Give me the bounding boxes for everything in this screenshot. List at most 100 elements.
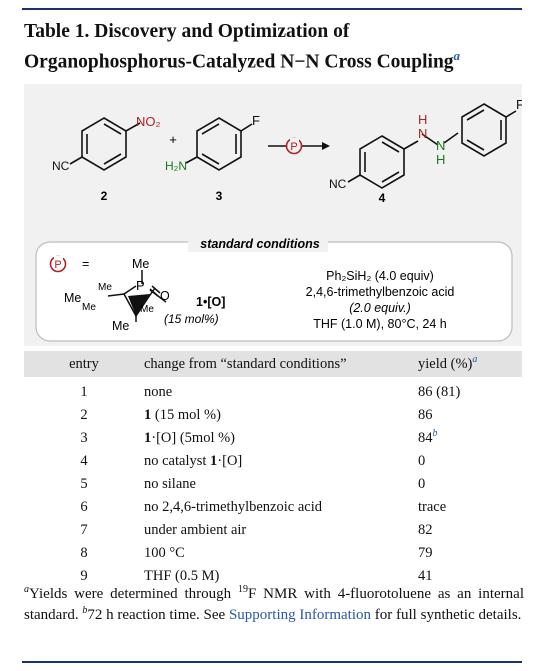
catalyst-me-b: Me: [64, 291, 81, 305]
footnote-text-a2: F NMR with 4-fluorotoluene as an interna…: [24, 586, 524, 623]
table-title: Table 1. Discovery and Optimization of O…: [24, 20, 524, 75]
top-rule: [22, 8, 522, 10]
reagent-acid: 2,4,6-trimethylbenzoic acid: [306, 285, 455, 299]
header-entry: entry: [69, 355, 99, 372]
entry-cell: 8: [80, 545, 88, 561]
yield-footnote-mark: b: [432, 428, 438, 440]
supporting-information-link[interactable]: Supporting Information: [228, 607, 372, 623]
yield-cell: 79: [418, 545, 433, 561]
product-label: 4: [379, 191, 386, 205]
reagent-acid-amount: (2.0 equiv.): [349, 301, 411, 315]
product-h-bottom: H: [436, 152, 445, 167]
table-header-row: entry change from “standard conditions” …: [24, 351, 522, 377]
change-text: (15 mol %): [151, 407, 221, 423]
catalyst-me-top: Me: [132, 257, 149, 271]
reactant-2-cyano: NC: [52, 159, 70, 173]
footnote-text-end: for full synthetic details.: [371, 607, 522, 623]
conditions-catalyst-icon: P: [49, 255, 67, 273]
product-n-left: N: [418, 126, 427, 141]
catalyst-symbol: P: [290, 141, 297, 153]
yield-cell: 82: [418, 522, 433, 538]
yield-cell: 0: [418, 476, 426, 492]
phospholane-structure: [107, 270, 167, 322]
header-change: change from “standard conditions”: [144, 355, 347, 372]
reactant-3-label: 3: [216, 189, 223, 203]
compound-ref: 1: [144, 407, 152, 423]
entry-cell: 9: [80, 568, 88, 584]
change-cell: under ambient air: [144, 522, 247, 538]
optimization-table: entry change from “standard conditions” …: [24, 351, 522, 588]
header-yield-text: yield (%): [418, 355, 473, 372]
yield-cell: 0: [418, 453, 426, 469]
table-row: 3 1·[O] (5mol %) 84b: [24, 427, 522, 450]
product-h-top: H: [418, 112, 427, 127]
change-cell: none: [144, 384, 173, 400]
catalyst-me-c: Me: [82, 302, 96, 313]
entry-cell: 1: [80, 384, 88, 400]
reagent-silane: Ph₂SiH₂ (4.0 equiv): [326, 269, 434, 283]
yield-cell: 41: [418, 568, 433, 584]
phosphorus-catalyst-icon: P: [285, 137, 303, 155]
catalyst-name: 1•[O]: [196, 295, 225, 309]
header-yield: yield (%)a: [418, 351, 522, 377]
table-row: 7 under ambient air 82: [24, 519, 522, 542]
footnote-mark-b: b: [82, 605, 88, 616]
entry-cell: 7: [80, 522, 88, 538]
table-row: 8 100 °C 79: [24, 542, 522, 565]
change-cell: 1 (15 mol %): [144, 404, 418, 427]
product-n-right: N: [436, 138, 445, 153]
yield-cell: 86 (81): [418, 384, 461, 400]
table-footnote: aYields were determined through 19F NMR …: [24, 584, 524, 626]
table-row: 9 THF (0.5 M) 41: [24, 565, 522, 588]
change-cell: no 2,4,6-trimethylbenzoic acid: [144, 499, 322, 515]
reactant-2-label: 2: [101, 189, 108, 203]
compound-ref: 1: [144, 430, 152, 446]
title-line-2: Organophosphorus-Catalyzed N−N Cross Cou…: [24, 44, 524, 75]
change-cell: 1·[O] (5mol %): [144, 427, 418, 450]
reactant-3-fluoro: F: [252, 113, 260, 128]
title-line-2-text: Organophosphorus-Catalyzed N−N Cross Cou…: [24, 51, 454, 73]
entry-cell: 3: [80, 430, 88, 446]
compound-ref: 1: [210, 453, 218, 469]
entry-cell: 6: [80, 499, 88, 515]
equals-sign: =: [82, 257, 89, 271]
change-text: ·[O] (5mol %): [151, 430, 236, 446]
reaction-scheme: P NO₂ NC 2 + F H₂N 3 H N N H F NC 4 stan…: [35, 97, 522, 342]
plus-sign: +: [169, 132, 177, 147]
header-yield-mark: a: [472, 353, 478, 365]
table-row: 4 no catalyst 1·[O] 0: [24, 450, 522, 473]
title-footnote-mark: a: [453, 48, 461, 63]
table-row: 5 no silane 0: [24, 473, 522, 496]
entry-cell: 4: [80, 453, 88, 469]
change-text: no catalyst: [144, 453, 211, 469]
yield-cell: trace: [418, 499, 447, 515]
catalyst-me-d: Me: [140, 304, 154, 315]
isotope-superscript: 19: [237, 584, 248, 595]
product-fluoro: F: [516, 97, 522, 112]
yield-cell: 86: [418, 407, 433, 423]
reactant-2-nitro: NO₂: [136, 114, 161, 129]
reaction-solvent: THF (1.0 M), 80°C, 24 h: [313, 317, 447, 331]
title-line-1: Table 1. Discovery and Optimization of: [24, 21, 350, 42]
change-cell: no catalyst 1·[O]: [144, 450, 418, 473]
entry-cell: 5: [80, 476, 88, 492]
arrow-head-icon: [322, 142, 330, 150]
table-row: 1 none 86 (81): [24, 377, 522, 404]
catalyst-p: P: [136, 278, 145, 293]
conditions-heading: standard conditions: [200, 237, 320, 251]
change-cell: no silane: [144, 476, 196, 492]
catalyst-o: O: [160, 289, 170, 303]
change-cell: 100 °C: [144, 545, 185, 561]
catalyst-me-a: Me: [98, 282, 112, 293]
yield-value: 84: [418, 430, 433, 446]
catalyst-me-bottom: Me: [112, 319, 129, 333]
yield-cell: 84b: [418, 427, 522, 450]
bottom-rule: [22, 661, 522, 663]
conditions-catalyst-letter: P: [54, 259, 61, 271]
entry-cell: 2: [80, 407, 88, 423]
change-cell: THF (0.5 M): [144, 568, 220, 584]
table-row: 6 no 2,4,6-trimethylbenzoic acid trace: [24, 496, 522, 519]
product-cyano: NC: [329, 177, 347, 191]
table-row: 2 1 (15 mol %) 86: [24, 404, 522, 427]
reactant-3-amine: H₂N: [165, 159, 187, 173]
